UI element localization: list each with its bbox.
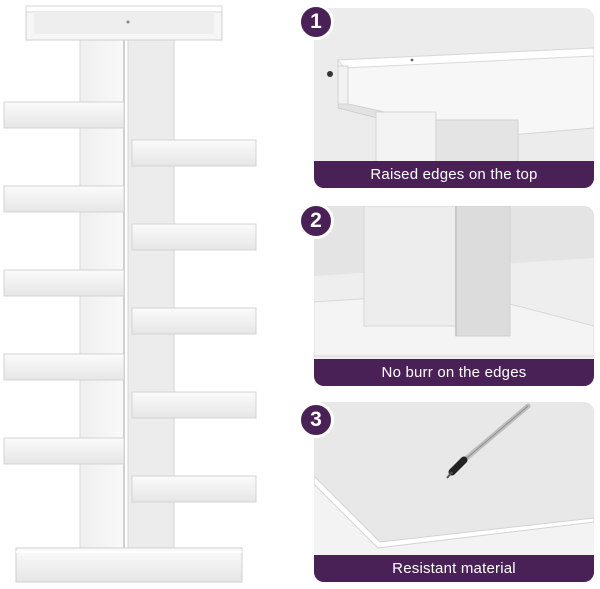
shelf-product-image bbox=[0, 0, 270, 589]
feature-1-panel: Raised edges on the top bbox=[314, 8, 594, 188]
feature-3-number: 3 bbox=[310, 408, 322, 431]
feature-3-caption-bar: Resistant material bbox=[314, 555, 594, 582]
feature-2-number-badge: 2 bbox=[298, 203, 334, 239]
feature-1-caption-bar: Raised edges on the top bbox=[314, 161, 594, 188]
feature-2-caption: No burr on the edges bbox=[381, 364, 527, 381]
left-shelves bbox=[3, 101, 125, 465]
bookshelf-illustration bbox=[3, 5, 257, 583]
feature-3-number-badge: 3 bbox=[298, 402, 334, 438]
feature-1-caption: Raised edges on the top bbox=[370, 166, 538, 183]
feature-2-panel: No burr on the edges bbox=[314, 206, 594, 386]
feature-2-number: 2 bbox=[310, 209, 322, 232]
smooth-edge-photo bbox=[314, 206, 594, 386]
feature-3-caption: Resistant material bbox=[392, 560, 516, 577]
feature-1-number: 1 bbox=[310, 10, 322, 33]
right-shelves bbox=[131, 139, 257, 503]
feature-2-caption-bar: No burr on the edges bbox=[314, 359, 594, 386]
raised-edge-top-photo bbox=[314, 8, 594, 188]
feature-1-number-badge: 1 bbox=[298, 4, 334, 40]
feature-3-panel: Resistant material bbox=[314, 402, 594, 582]
